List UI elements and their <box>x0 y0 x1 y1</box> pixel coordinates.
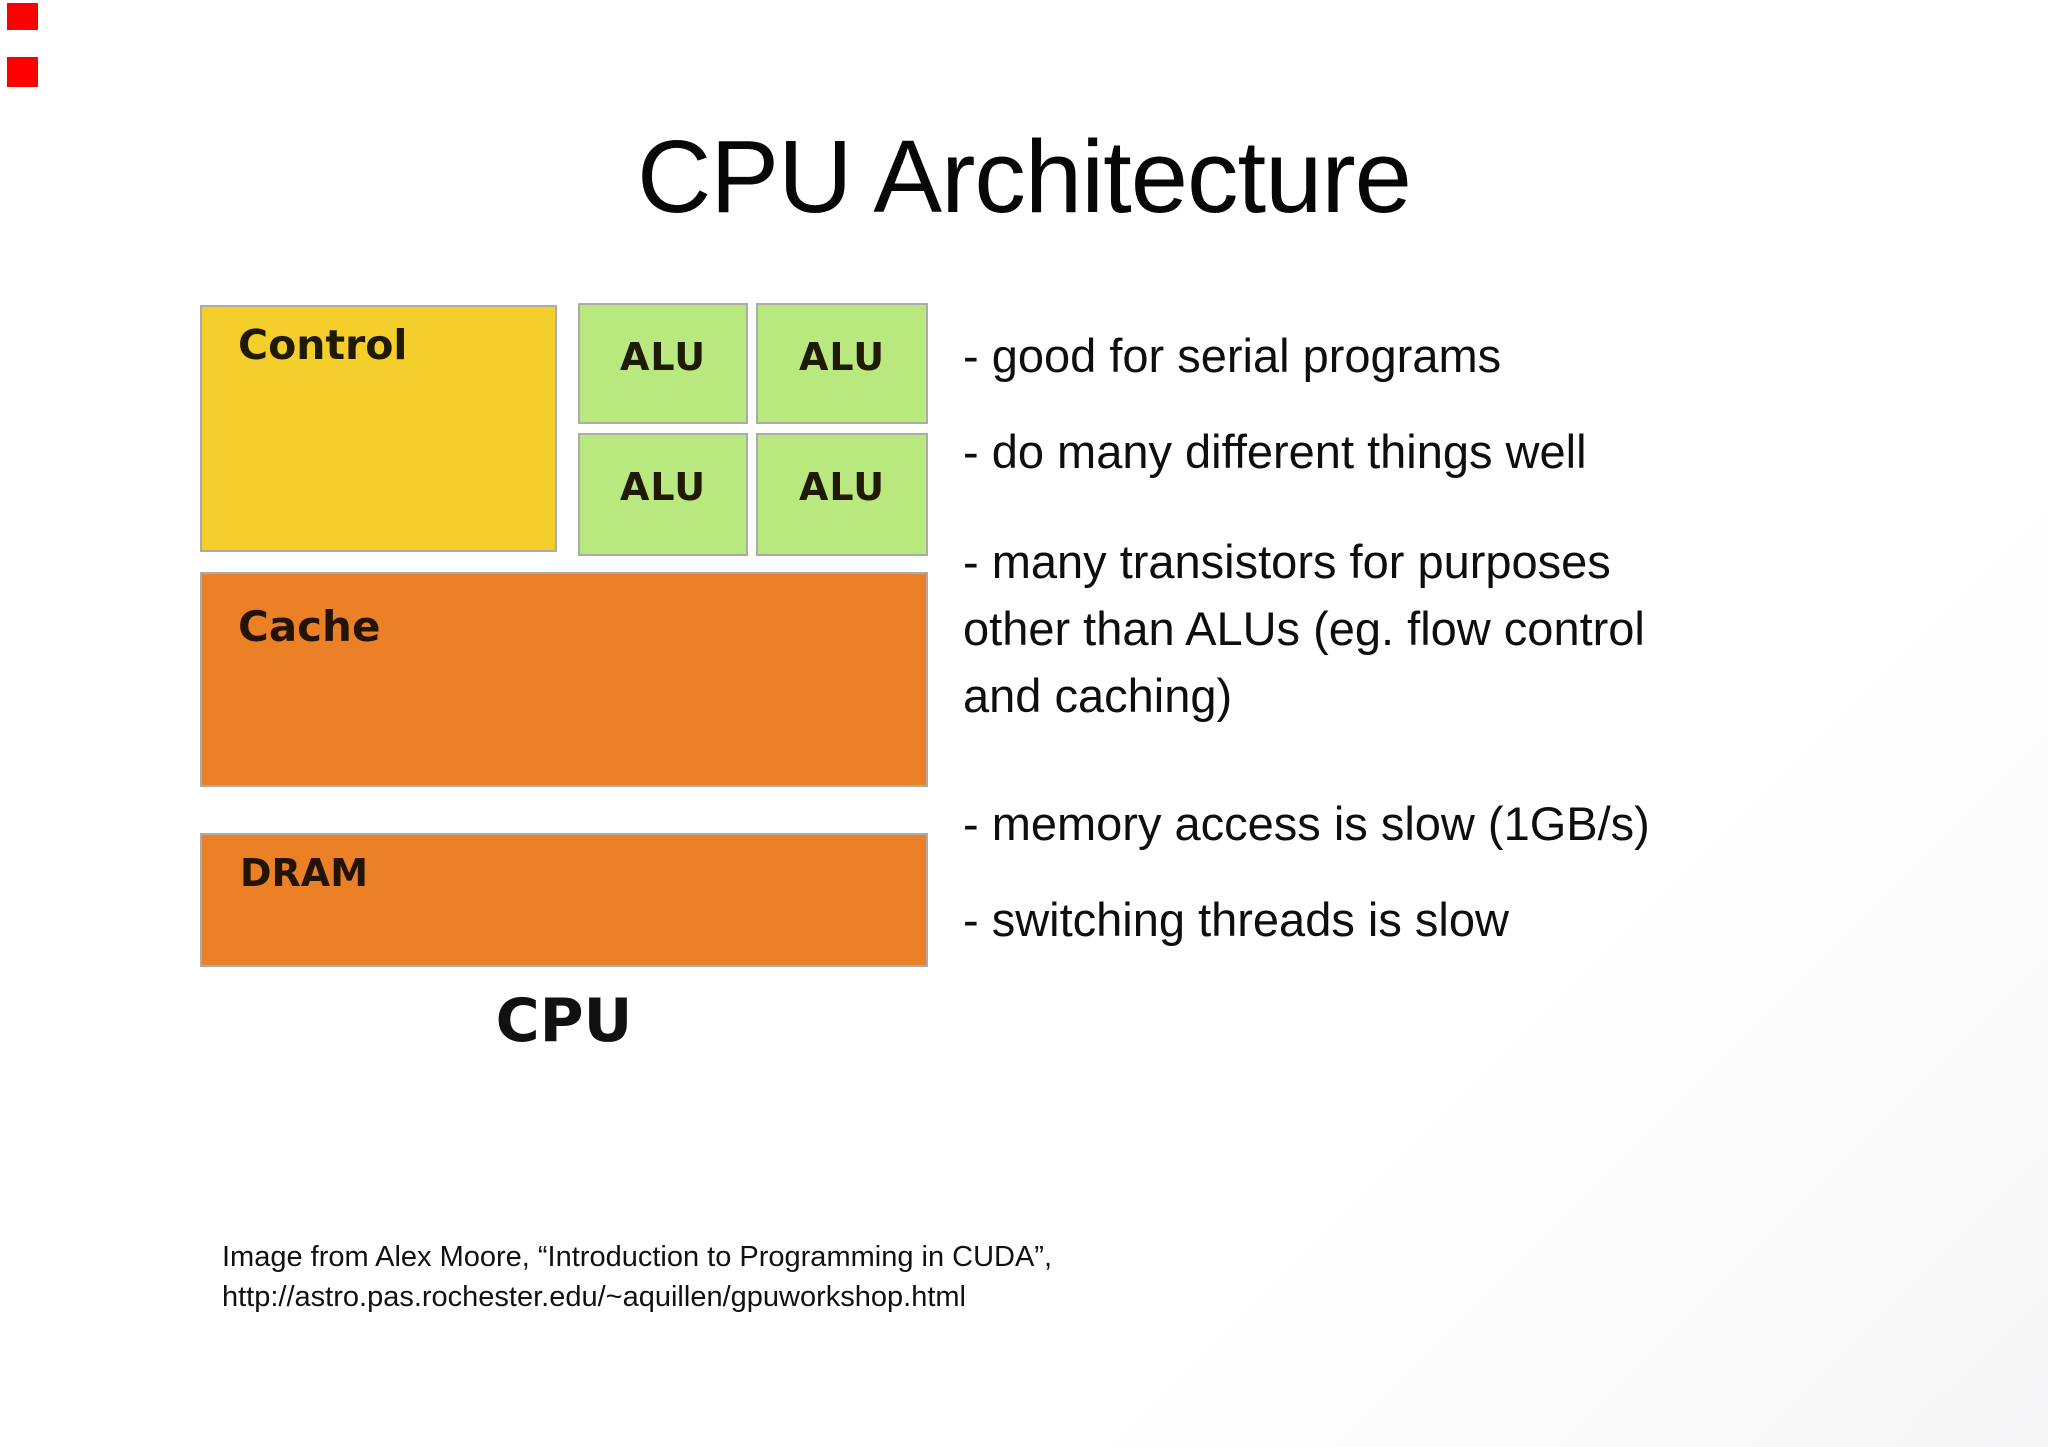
slide-title: CPU Architecture <box>637 119 1412 234</box>
dram-label: DRAM <box>240 851 369 895</box>
cpu-caption: CPU <box>495 986 633 1056</box>
bullet-switching-threads: - switching threads is slow <box>963 886 1509 953</box>
control-box: Control <box>200 305 557 552</box>
cache-box: Cache <box>200 572 928 787</box>
alu-label-1: ALU <box>619 335 707 379</box>
image-attribution: Image from Alex Moore, “Introduction to … <box>222 1237 1052 1317</box>
alu-box-3: ALU <box>578 433 748 556</box>
control-label: Control <box>238 321 408 369</box>
bullet-line: - switching threads is slow <box>963 893 1509 946</box>
bullet-line: other than ALUs (eg. flow control <box>963 602 1645 655</box>
bullet-line: and caching) <box>963 669 1233 722</box>
bullet-serial-programs: - good for serial programs <box>963 322 1501 389</box>
attribution-url-line: http://astro.pas.rochester.edu/~aquillen… <box>222 1281 966 1313</box>
cache-label: Cache <box>238 602 381 651</box>
bullet-line: - good for serial programs <box>963 329 1502 382</box>
bullet-line: - memory access is slow (1GB/s) <box>963 797 1650 850</box>
attribution-source-line: Image from Alex Moore, “Introduction to … <box>222 1241 1053 1273</box>
alu-box-1: ALU <box>578 303 748 424</box>
alu-label-4: ALU <box>798 465 886 509</box>
alu-label-3: ALU <box>619 465 707 509</box>
bullet-line: - do many different things well <box>963 425 1587 478</box>
bullet-memory-access: - memory access is slow (1GB/s) <box>963 790 1650 857</box>
bullet-line: - many transistors for purposes <box>963 535 1611 588</box>
red-marker-top <box>7 3 38 30</box>
red-marker-bottom <box>7 57 38 87</box>
bullet-many-transistors: - many transistors for purposes other th… <box>963 528 1793 729</box>
alu-box-4: ALU <box>756 433 928 556</box>
dram-box: DRAM <box>200 833 928 967</box>
alu-box-2: ALU <box>756 303 928 424</box>
bullet-different-things: - do many different things well <box>963 418 1587 485</box>
alu-label-2: ALU <box>798 335 886 379</box>
